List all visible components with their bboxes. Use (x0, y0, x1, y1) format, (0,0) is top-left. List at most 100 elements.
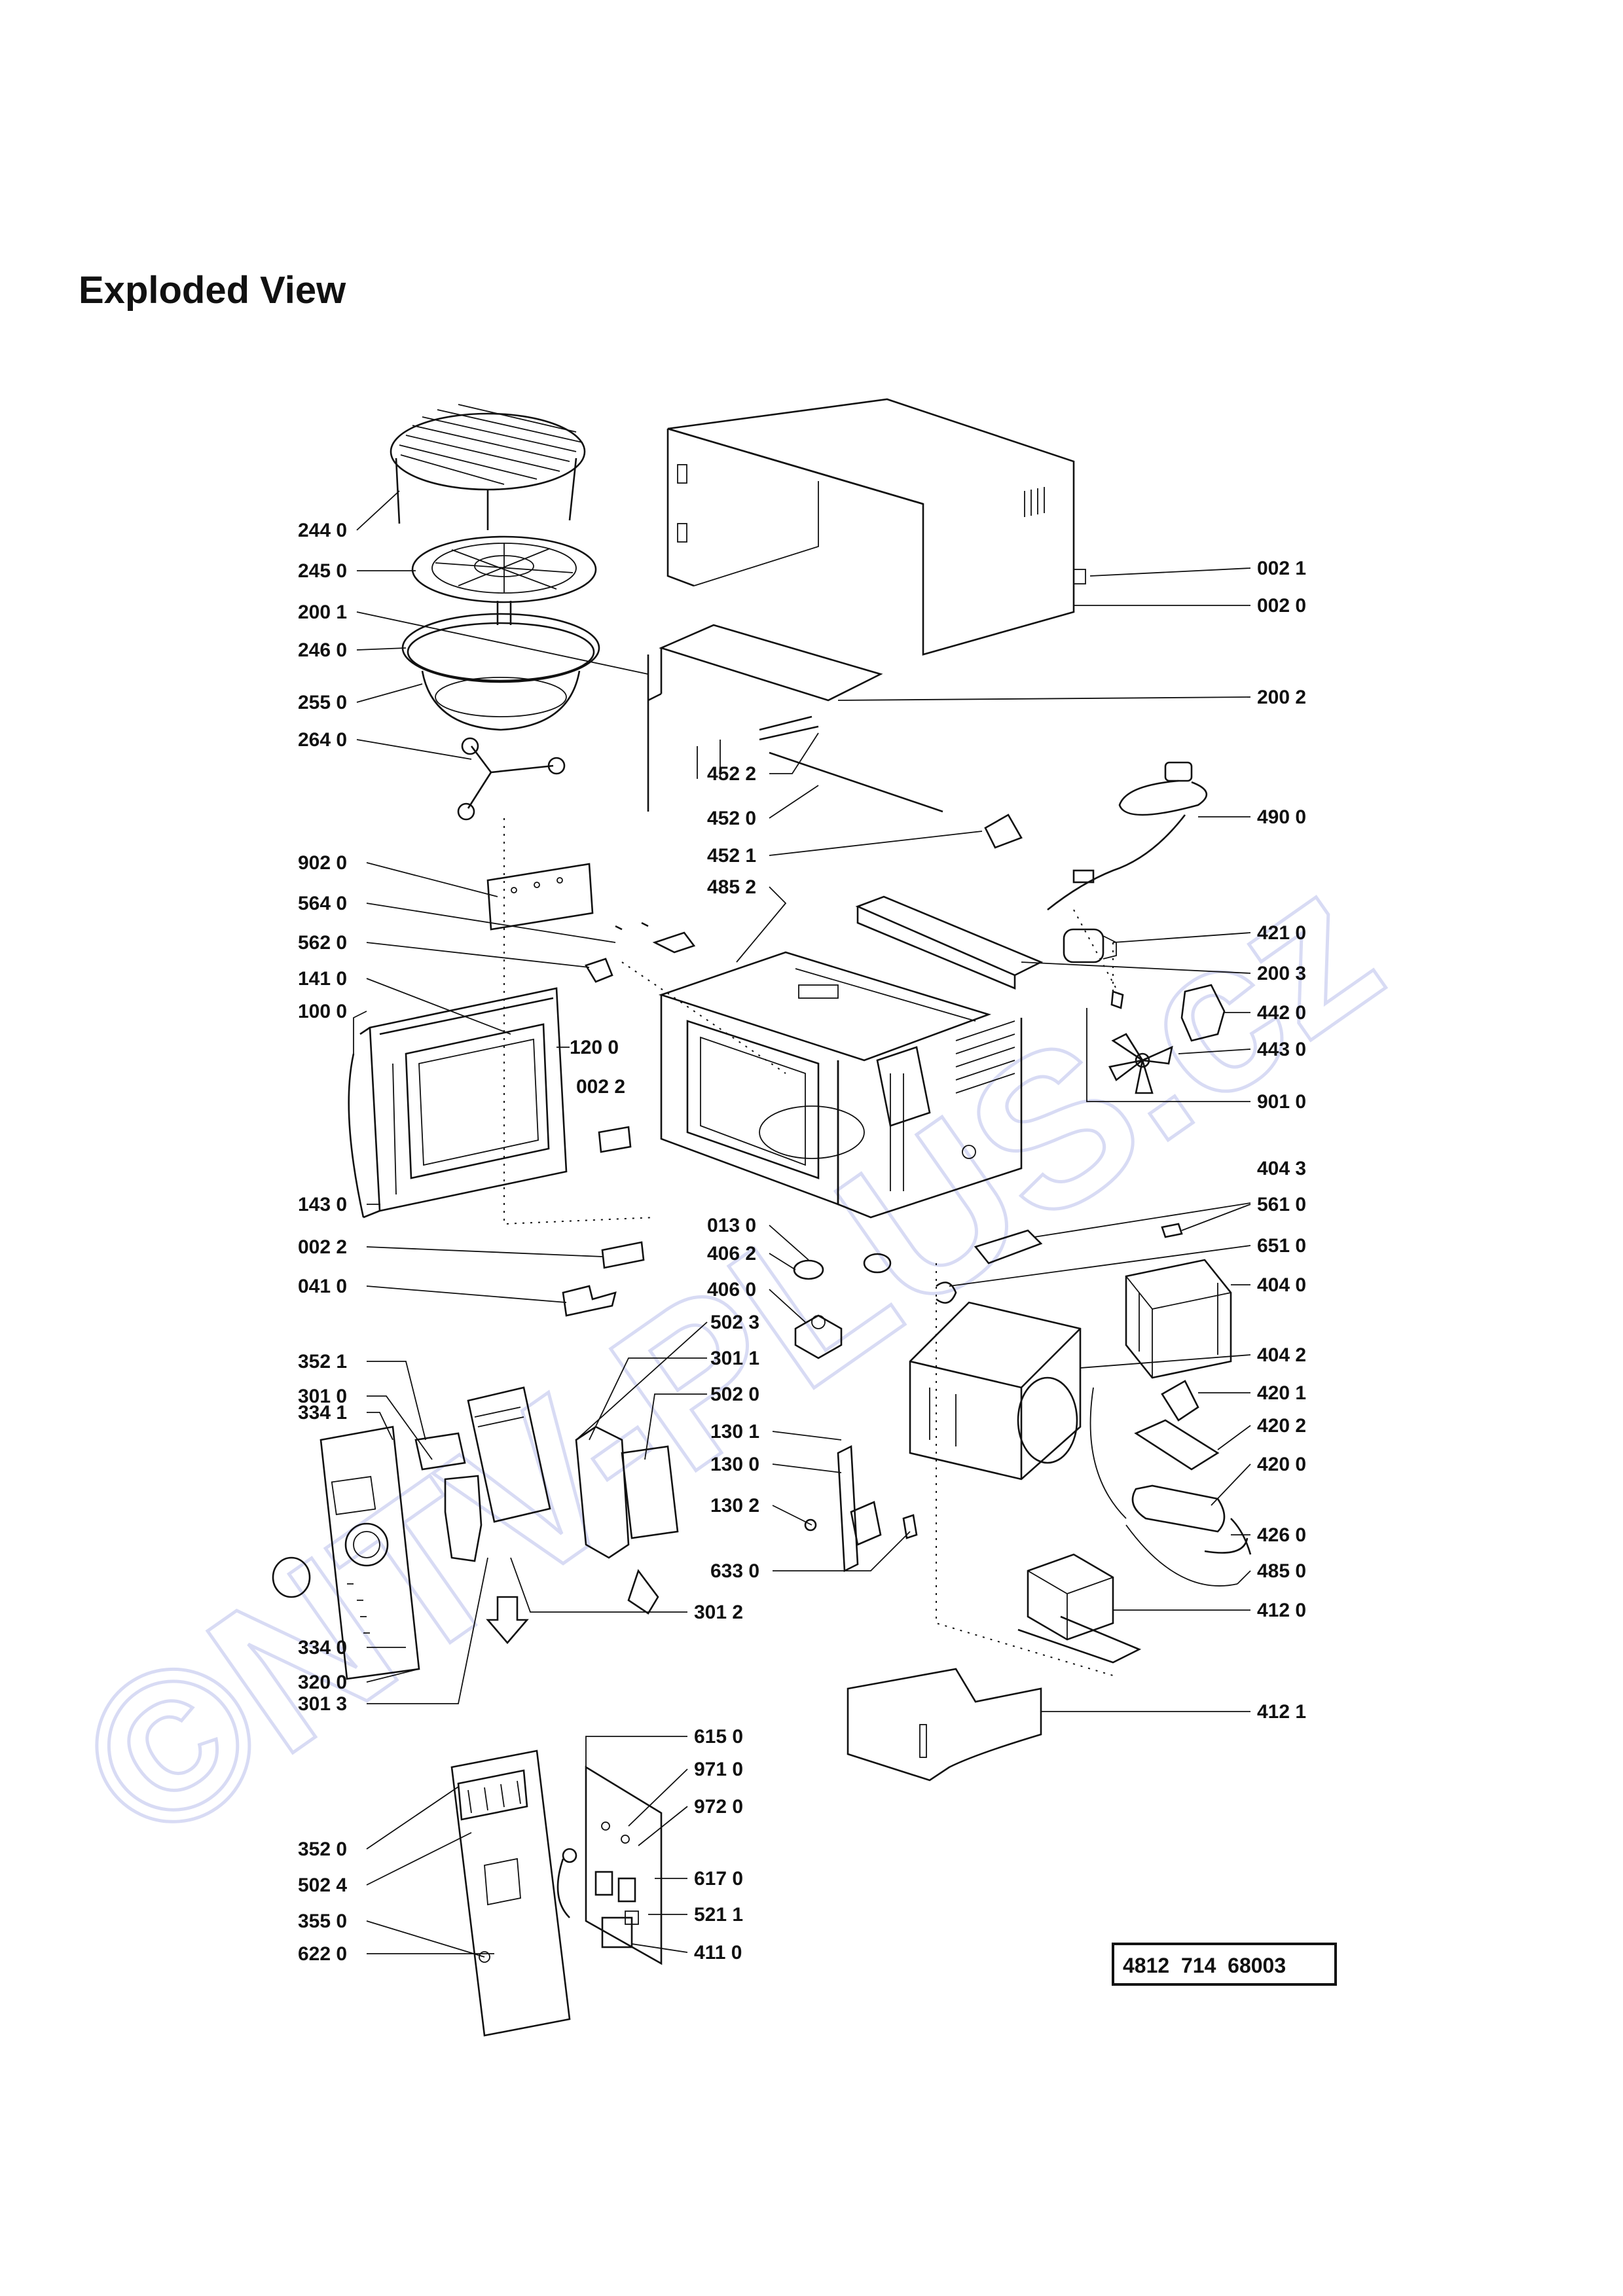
roller-support (457, 737, 566, 821)
control-modules (414, 1386, 679, 1644)
outer-cabinet (666, 398, 1086, 656)
part-number-labels: 244 0 245 0 200 1 246 0 255 0 264 0 902 … (298, 520, 1306, 1965)
label-002-2-upper: 002 2 (576, 1076, 625, 1098)
leader-lines (353, 490, 1251, 1958)
label-902-0: 902 0 (298, 852, 347, 874)
label-130-1: 130 1 (710, 1421, 759, 1443)
transformer-cover (847, 1668, 1042, 1782)
label-320-0: 320 0 (298, 1672, 347, 1693)
crisp-plate (411, 535, 597, 625)
interlock-assembly (804, 1444, 918, 1573)
oven-cavity (658, 951, 1023, 1219)
label-013-0: 013 0 (707, 1215, 756, 1236)
label-901-0: 901 0 (1257, 1091, 1306, 1113)
label-404-3: 404 3 (1257, 1158, 1306, 1179)
label-352-1: 352 1 (298, 1351, 347, 1372)
door-rods (759, 715, 1023, 849)
label-041-0: 041 0 (298, 1276, 347, 1297)
label-355-0: 355 0 (298, 1910, 347, 1932)
label-244-0: 244 0 (298, 520, 347, 541)
side-rail (855, 895, 1044, 990)
label-130-2: 130 2 (710, 1495, 759, 1516)
label-971-0: 971 0 (694, 1759, 743, 1780)
label-406-0: 406 0 (707, 1279, 756, 1300)
label-617-0: 617 0 (694, 1868, 743, 1890)
hinge-plates (562, 1126, 645, 1317)
label-255-0: 255 0 (298, 692, 347, 713)
label-406-2: 406 2 (707, 1243, 756, 1265)
label-562-0: 562 0 (298, 932, 347, 954)
label-100-0: 100 0 (298, 1001, 347, 1022)
label-200-1: 200 1 (298, 601, 347, 623)
label-404-2: 404 2 (1257, 1344, 1306, 1366)
lower-control-panel (450, 1749, 577, 2037)
hv-transformer (1017, 1553, 1142, 1664)
glass-tray (401, 613, 600, 731)
label-485-0: 485 0 (1257, 1560, 1306, 1582)
document-number-box: 4812 714 68003 (1112, 1943, 1337, 1986)
label-002-1: 002 1 (1257, 558, 1306, 579)
label-452-1: 452 1 (707, 845, 756, 867)
door-assembly (348, 987, 568, 1219)
label-442-0: 442 0 (1257, 1002, 1306, 1024)
label-502-4: 502 4 (298, 1874, 347, 1896)
guide-lines (503, 818, 1120, 1676)
label-411-0: 411 0 (694, 1942, 742, 1964)
label-633-0: 633 0 (710, 1560, 759, 1582)
door-switches (585, 922, 696, 983)
label-301-0: 301 0 (298, 1386, 347, 1407)
label-130-0: 130 0 (710, 1454, 759, 1475)
label-420-0: 420 0 (1257, 1454, 1306, 1475)
label-301-3: 301 3 (298, 1693, 347, 1715)
label-404-0: 404 0 (1257, 1274, 1306, 1296)
label-452-0: 452 0 (707, 808, 756, 829)
label-245-0: 245 0 (298, 560, 347, 582)
label-420-1: 420 1 (1257, 1382, 1306, 1404)
label-421-0: 421 0 (1257, 922, 1306, 944)
label-200-2: 200 2 (1257, 687, 1306, 708)
label-490-0: 490 0 (1257, 806, 1306, 828)
label-334-0: 334 0 (298, 1637, 347, 1659)
label-615-0: 615 0 (694, 1726, 743, 1748)
label-352-0: 352 0 (298, 1839, 347, 1860)
hv-diode (1125, 1518, 1252, 1587)
label-200-3: 200 3 (1257, 963, 1306, 984)
part-drawings (272, 398, 1252, 2037)
label-002-2-lower: 002 2 (298, 1236, 347, 1258)
label-143-0: 143 0 (298, 1194, 347, 1215)
label-420-2: 420 2 (1257, 1415, 1306, 1437)
label-502-3: 502 3 (710, 1312, 759, 1333)
turntable-motor (793, 1253, 892, 1359)
document-number: 4812 714 68003 (1123, 1954, 1286, 1977)
label-246-0: 246 0 (298, 639, 347, 661)
waveguide-housing (909, 1301, 1082, 1480)
label-264-0: 264 0 (298, 729, 347, 751)
power-cord (1047, 761, 1208, 911)
hv-capacitor (1089, 1380, 1226, 1533)
label-972-0: 972 0 (694, 1796, 743, 1818)
wire-grill (390, 404, 586, 530)
label-622-0: 622 0 (298, 1943, 347, 1965)
label-651-0: 651 0 (1257, 1235, 1306, 1257)
label-443-0: 443 0 (1257, 1039, 1306, 1060)
label-412-0: 412 0 (1257, 1600, 1306, 1621)
label-502-0: 502 0 (710, 1384, 759, 1405)
small-brackets (936, 1223, 1183, 1304)
label-120-0: 120 0 (570, 1037, 619, 1058)
label-564-0: 564 0 (298, 893, 347, 914)
label-301-2: 301 2 (694, 1602, 743, 1623)
label-141-0: 141 0 (298, 968, 347, 990)
label-485-2: 485 2 (707, 876, 756, 898)
page-title: Exploded View (79, 269, 346, 312)
label-452-2: 452 2 (707, 763, 756, 785)
label-412-1: 412 1 (1257, 1701, 1306, 1723)
label-002-0: 002 0 (1257, 595, 1306, 617)
circuit-board (585, 1765, 663, 1965)
magnetron (1125, 1259, 1232, 1379)
label-334-1: 334 1 (298, 1402, 347, 1424)
upper-panel (647, 624, 883, 812)
label-426-0: 426 0 (1257, 1524, 1306, 1546)
waveguide-cover (486, 863, 594, 931)
label-561-0: 561 0 (1257, 1194, 1306, 1215)
